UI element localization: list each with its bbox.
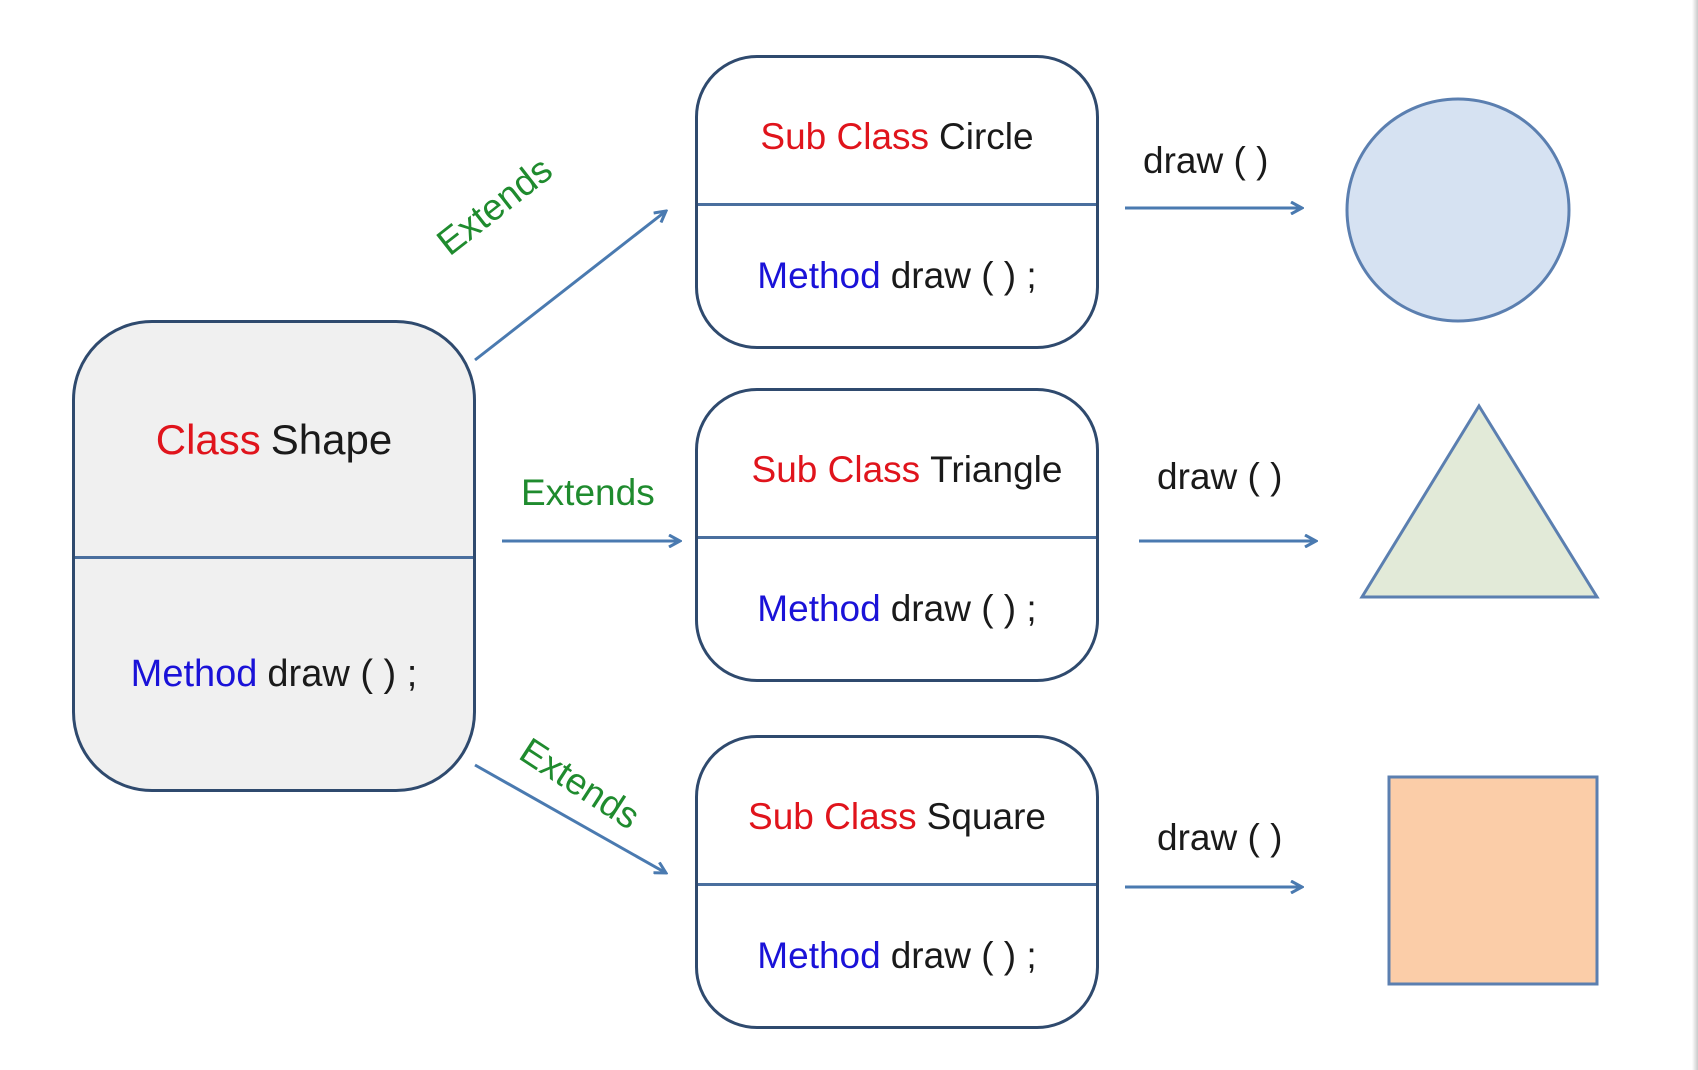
subclass-divider	[698, 203, 1096, 206]
subclass-triangle-box: Sub Class Triangle Method draw ( ) ;	[695, 388, 1099, 682]
subclass-name: Circle	[939, 115, 1034, 157]
subclass-keyword: Sub Class	[751, 448, 921, 490]
circle-shape	[1345, 97, 1571, 323]
method-signature: draw ( ) ;	[890, 935, 1037, 976]
base-class-header: Class Shape	[75, 323, 473, 556]
subclass-methods: Method draw ( ) ;	[698, 206, 1096, 346]
subclass-divider	[698, 883, 1096, 886]
draw-call-label-triangle: draw ( )	[1157, 456, 1283, 497]
subclass-name: Square	[926, 795, 1046, 837]
base-class-divider	[75, 556, 473, 559]
method-keyword: Method	[130, 652, 258, 695]
method-keyword: Method	[757, 588, 881, 629]
method-keyword: Method	[757, 255, 881, 296]
extends-arrow-circle	[474, 211, 666, 362]
square-shape	[1387, 775, 1599, 986]
triangle-shape	[1359, 403, 1600, 599]
subclass-header: Sub Class Triangle	[698, 391, 1096, 536]
extends-label-triangle: Extends	[521, 472, 655, 513]
method-signature: draw ( ) ;	[890, 255, 1037, 296]
subclass-header: Sub Class Square	[698, 738, 1096, 883]
class-keyword: Class	[155, 415, 261, 463]
method-signature: draw ( ) ;	[267, 652, 418, 695]
subclass-name: Triangle	[930, 448, 1063, 490]
draw-call-label-circle: draw ( )	[1143, 140, 1269, 181]
method-keyword: Method	[757, 935, 881, 976]
base-class-methods: Method draw ( ) ;	[75, 559, 473, 789]
subclass-keyword: Sub Class	[748, 795, 917, 837]
subclass-methods: Method draw ( ) ;	[698, 886, 1096, 1026]
subclass-square-box: Sub Class Square Method draw ( ) ;	[695, 735, 1099, 1029]
method-signature: draw ( ) ;	[890, 588, 1037, 629]
subclass-circle-box: Sub Class Circle Method draw ( ) ;	[695, 55, 1099, 349]
subclass-keyword: Sub Class	[760, 115, 930, 157]
subclass-divider	[698, 536, 1096, 539]
class-name: Shape	[270, 415, 393, 463]
subclass-methods: Method draw ( ) ;	[698, 539, 1096, 679]
page-edge-shadow	[1692, 0, 1698, 1070]
draw-call-label-square: draw ( )	[1157, 817, 1283, 858]
subclass-header: Sub Class Circle	[698, 58, 1096, 203]
extends-arrow-square	[474, 763, 666, 873]
base-class-box: Class Shape Method draw ( ) ;	[72, 320, 476, 792]
